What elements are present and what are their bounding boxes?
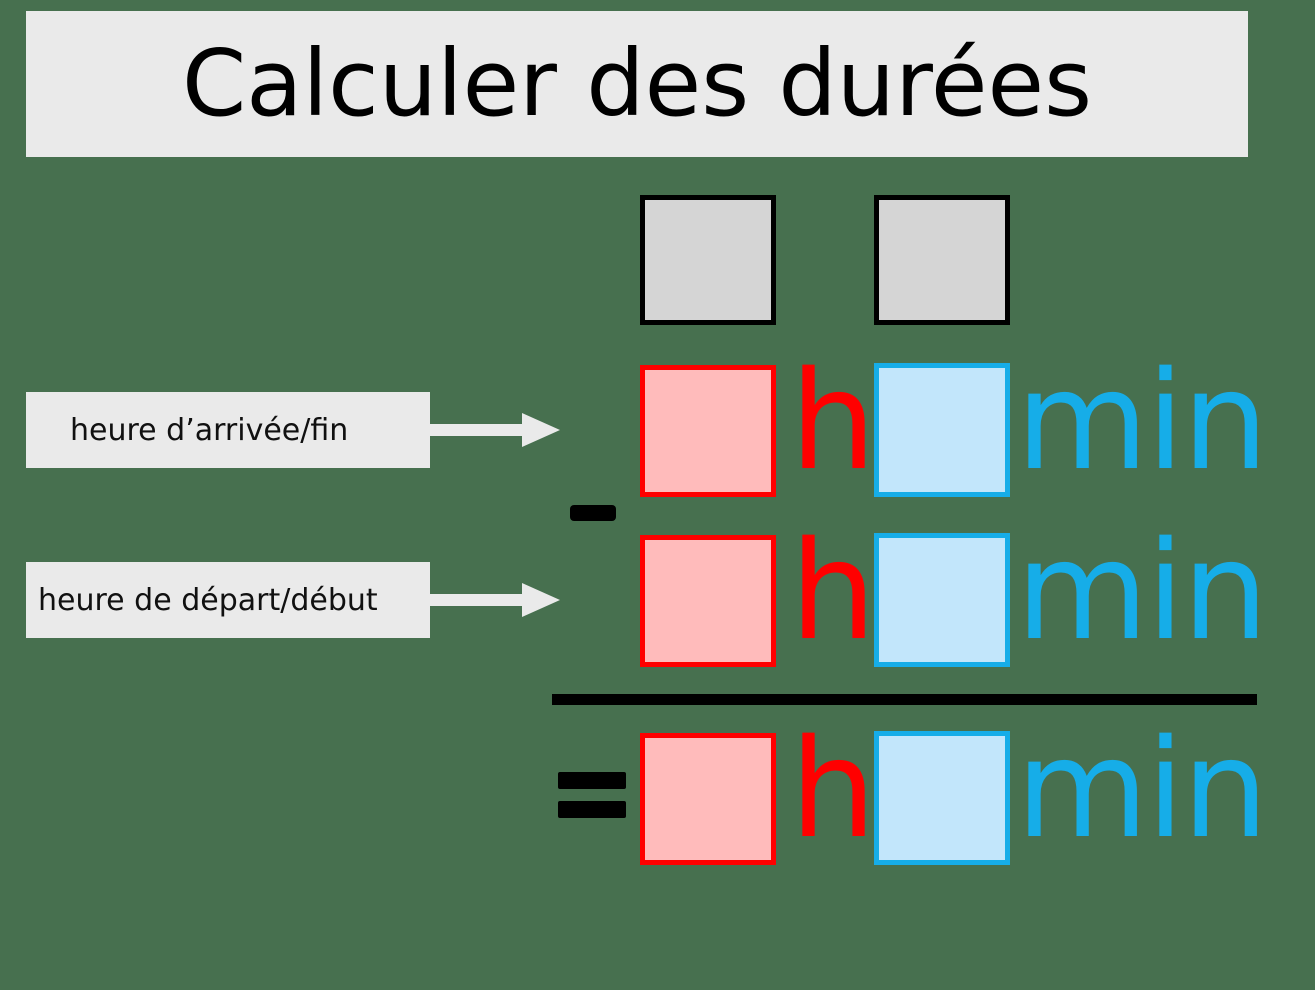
arrow-head [522,583,560,617]
arrow-shaft [430,424,526,436]
equation-row-subtrahend: h min [0,524,1315,670]
arrow-shaft [430,594,526,606]
hour-input-box-subtrahend[interactable] [640,535,776,667]
legend-box-minutes [874,195,1010,325]
equation-row-result: h min [0,722,1315,868]
legend-box-hours [640,195,776,325]
arrow-right-icon-arrival [430,413,560,447]
unit-label-hour-subtrahend: h [790,513,877,671]
arrow-right-icon-departure [430,583,560,617]
title-banner: Calculer des durées [26,11,1248,157]
unit-label-minute-subtrahend: min [1016,513,1268,671]
equation-row-minuend: h min [0,354,1315,500]
minute-input-box-result[interactable] [874,731,1010,865]
equals-sign-icon [558,770,626,818]
equals-bar-top [558,772,626,789]
callout-arrival-label: heure d’arrivée/fin [26,392,430,468]
callout-departure-label: heure de départ/début [26,562,430,638]
minute-input-box-minuend[interactable] [874,363,1010,497]
unit-label-minute-minuend: min [1016,343,1268,501]
minus-sign-icon [570,505,616,521]
equals-bar-bottom [558,801,626,818]
unit-label-minute-result: min [1016,711,1268,869]
callout-arrival-text: heure d’arrivée/fin [70,412,349,448]
fraction-rule [552,694,1257,705]
arrow-head [522,413,560,447]
hour-input-box-result[interactable] [640,733,776,865]
unit-label-hour-result: h [790,711,877,869]
hour-input-box-minuend[interactable] [640,365,776,497]
page-title: Calculer des durées [181,30,1093,137]
minute-input-box-subtrahend[interactable] [874,533,1010,667]
unit-label-hour-minuend: h [790,343,877,501]
callout-departure-text: heure de départ/début [38,582,378,618]
